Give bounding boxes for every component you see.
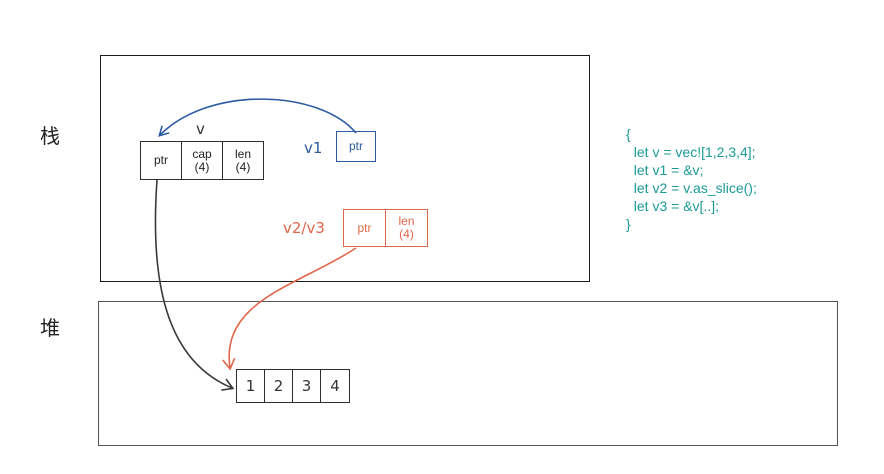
heap-element-4: 4 (320, 369, 350, 403)
v1-ptr-cell: ptr (336, 131, 376, 162)
v1-label: v1 (304, 139, 323, 157)
v-len-value: (4) (235, 159, 251, 174)
v-cap-text: cap (192, 146, 212, 161)
heap-element-2: 2 (264, 369, 293, 403)
heap-element-1: 1 (236, 369, 265, 403)
v2v3-label: v2/v3 (283, 219, 325, 237)
v-len-cell: len (4) (222, 141, 264, 180)
code-block: { let v = vec![1,2,3,4]; let v1 = &v; le… (626, 125, 757, 233)
code-line: let v2 = v.as_slice(); (626, 180, 757, 196)
v1-to-v-arrow (158, 98, 357, 137)
v2v3-ptr-cell: ptr (343, 209, 386, 247)
v-ptr-cell: ptr (140, 141, 182, 180)
code-line: let v3 = &v[..]; (626, 198, 719, 214)
v-label: v (196, 120, 205, 138)
v2v3-ptr-text: ptr (357, 220, 372, 235)
stack-region (100, 55, 590, 282)
v-len-text: len (234, 146, 251, 161)
heap-element-3: 3 (292, 369, 321, 403)
ptr-to-heap-arrow (154, 179, 235, 391)
v2v3-len-cell: len (4) (385, 209, 428, 247)
heap-label: 堆 (40, 316, 60, 340)
v-ptr-text: ptr (153, 153, 168, 167)
code-line: { (626, 126, 631, 142)
v2v3-len-value: (4) (399, 227, 414, 241)
code-line: let v = vec![1,2,3,4]; (626, 144, 756, 160)
v1-ptr-text: ptr (348, 139, 363, 153)
v-cap-value: (4) (194, 159, 210, 174)
v-cap-cell: cap (4) (181, 141, 223, 180)
stack-label: 栈 (40, 124, 60, 148)
heap-region (98, 301, 838, 446)
code-line: } (626, 216, 631, 232)
slice-to-heap-arrow (222, 247, 357, 371)
code-line: let v1 = &v; (626, 162, 704, 178)
v2v3-len-text: len (398, 214, 415, 228)
